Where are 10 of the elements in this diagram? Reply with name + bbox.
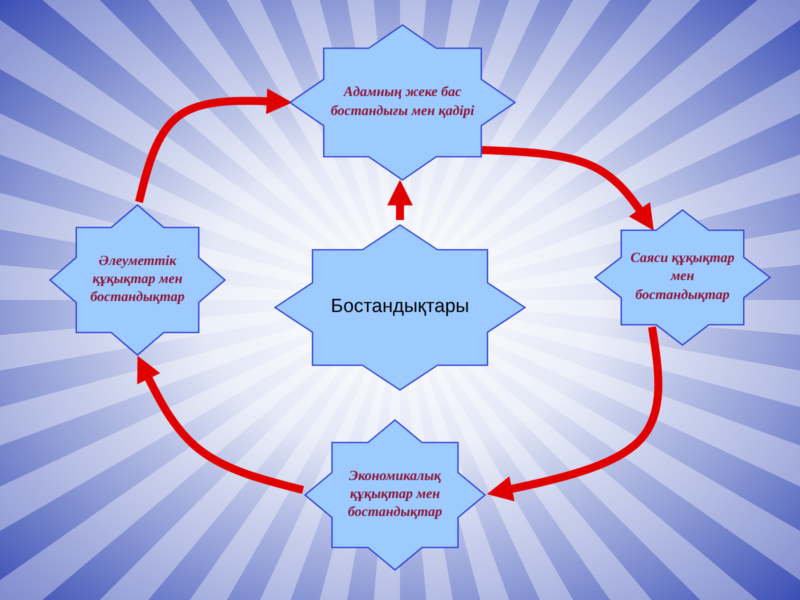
curved-arrow <box>387 180 413 220</box>
node-label: Экономикалық құқықтар мен бостандықтар <box>346 468 444 522</box>
curved-arrow <box>486 326 662 502</box>
curved-arrow <box>482 146 654 230</box>
curved-arrow <box>137 356 304 494</box>
node-label: Саяси құқықтар мен бостандықтар <box>629 250 736 305</box>
node-label: Адамның жеке бас бостандығы мен қадірі <box>330 84 476 120</box>
node-label: Әлеуметтік құқықтар мен бостандықтар <box>89 252 186 308</box>
curved-arrow <box>135 88 292 203</box>
node-label: Бостандықтары <box>330 295 470 320</box>
